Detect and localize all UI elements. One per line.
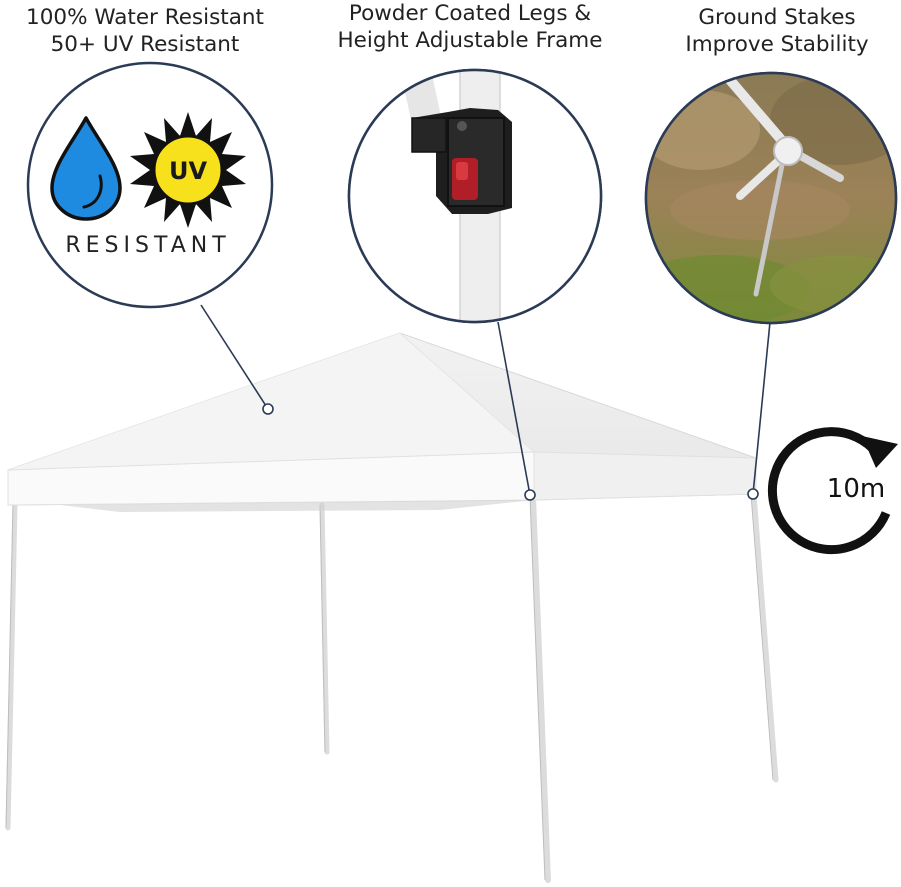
timer-label: 10m [827,474,885,504]
resistant-label: RESISTANT [65,233,230,258]
caption-water-line1: 100% Water Resistant [26,5,264,30]
water-drop-icon [50,116,122,221]
stakes-callout [644,71,898,325]
timer-icon: 10m [767,427,898,555]
uv-sun-icon: UV [130,112,246,228]
callout-anchor-dots [262,403,759,501]
water-uv-callout: UV RESISTANT [26,61,274,309]
ground-stake-photo [646,73,896,323]
frame-bracket-photo [349,70,601,322]
caption-stakes-line2: Improve Stability [685,32,869,57]
canopy-legs [5,491,779,883]
uv-label: UV [169,157,207,185]
caption-ground-stakes: Ground Stakes Improve Stability [662,4,892,58]
caption-stakes-line1: Ground Stakes [698,5,856,30]
caption-water-resistant: 100% Water Resistant 50+ UV Resistant [0,4,290,58]
caption-frame-line2: Height Adjustable Frame [337,28,603,53]
frame-callout [347,68,603,324]
caption-frame: Powder Coated Legs & Height Adjustable F… [305,0,635,54]
canopy-roof [7,332,757,512]
caption-frame-line1: Powder Coated Legs & [348,1,592,26]
callout-connectors [200,304,771,496]
caption-water-line2: 50+ UV Resistant [50,32,240,57]
